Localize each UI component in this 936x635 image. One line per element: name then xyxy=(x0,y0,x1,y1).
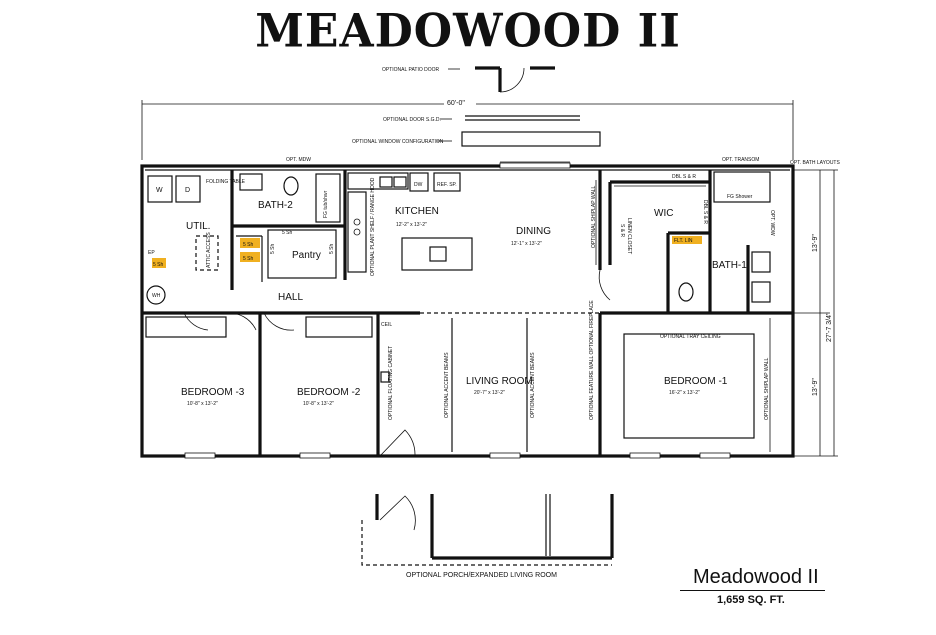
dim-total: 27'-7 3/4" xyxy=(826,312,833,342)
floating-cabinet-label: OPTIONAL FLOATING CABINET xyxy=(388,346,394,420)
living-room: OPTIONAL FLOATING CABINET OPTIONAL ACCEN… xyxy=(380,300,595,420)
flt-lin-label: FLT. LIN xyxy=(674,238,693,244)
opt-mdw-label: OPT. MDW xyxy=(286,157,311,163)
fg-tub-label: FG tub/shwr xyxy=(323,190,329,218)
folding-table-label: FOLDING TABLE xyxy=(206,179,246,185)
util-label: UTIL. xyxy=(186,221,210,232)
shelf-c-label: 5 Sh xyxy=(270,243,276,254)
ep-label: EP xyxy=(148,250,155,256)
bedroom-2-label: BEDROOM -2 xyxy=(297,387,361,398)
dbl-sr-side-label: DBL S & R xyxy=(702,200,708,224)
dim-top-right: 13'-9" xyxy=(812,234,819,252)
washer-label: W xyxy=(156,187,163,194)
utility-area: W D FOLDING TABLE UTIL. ATTIC ACCESS EP … xyxy=(146,175,246,305)
exterior-walls xyxy=(140,161,795,459)
kitchen-label: KITCHEN xyxy=(395,206,439,217)
pantry-area: 5 Sh 5 Sh 5 Sh 5 Sh 5 Sh Pantry HALL xyxy=(240,230,335,303)
dw-label: DW xyxy=(414,182,423,188)
living-room-label: LIVING ROOM xyxy=(466,376,533,387)
optional-porch: OPTIONAL PORCH/EXPANDED LIVING ROOM xyxy=(361,494,614,579)
porch-label: OPTIONAL PORCH/EXPANDED LIVING ROOM xyxy=(406,572,557,579)
kitchen-dim: 12'-2" x 13'-2" xyxy=(396,222,427,228)
br1-shiplap-label: OPTIONAL SHIPLAP WALL xyxy=(764,357,770,420)
caption-underline xyxy=(680,590,825,591)
hall-label: HALL xyxy=(278,292,303,303)
fg-shower xyxy=(713,171,771,203)
plan-title: MEADOWOOD II xyxy=(255,4,681,59)
bedroom-2: BEDROOM -2 10'-8" x 13'-2" CEIL xyxy=(297,322,392,407)
accent-beams-1-label: OPTIONAL ACCENT BEAMS xyxy=(444,352,450,418)
linen-closet-label: LINEN CLOSET xyxy=(626,218,632,254)
plan-name-caption: Meadowood II xyxy=(693,566,819,588)
wic-area: DBL S & R WIC S & R LINEN CLOSET DBL S &… xyxy=(614,174,708,254)
shelf-util-highlight xyxy=(152,258,166,268)
bedroom-1-dim: 16'-2" x 13'-2" xyxy=(669,390,700,396)
accent-beams-2-label: OPTIONAL ACCENT BEAMS xyxy=(530,352,536,418)
window-configuration-callout: OPTIONAL WINDOW CONFIGURATION xyxy=(352,131,601,147)
patio-door-label: OPTIONAL PATIO DOOR xyxy=(382,67,440,73)
ceil-label: CEIL xyxy=(381,322,392,328)
water-heater xyxy=(146,285,166,305)
tray-ceiling-label: OPTIONAL TRAY CEILING xyxy=(660,334,721,340)
dining-dim: 12'-1" x 13'-2" xyxy=(511,241,542,247)
bedroom-3: BEDROOM -3 10'-8" x 13'-2" xyxy=(181,387,245,407)
fg-tub xyxy=(315,173,341,223)
bath-2-area: FG tub/shwr BATH-2 xyxy=(239,173,341,223)
attic-access xyxy=(195,235,219,271)
bath-1-label: BATH-1 xyxy=(712,260,747,271)
kitchen-island xyxy=(401,237,473,271)
bath-2-label: BATH-2 xyxy=(258,200,293,211)
bedroom-3-dim: 10'-8" x 13'-2" xyxy=(187,401,218,407)
sr-label: S & R xyxy=(619,224,625,237)
shelf-top-label: 5 Sh xyxy=(282,230,293,236)
attic-access-label: ATTIC ACCESS xyxy=(206,232,212,268)
opt-transom-label: OPT. TRANSOM xyxy=(722,157,759,163)
wh-label: WH xyxy=(152,293,161,299)
square-footage: 1,659 SQ. FT. xyxy=(717,594,785,606)
dining-label: DINING xyxy=(516,226,551,237)
overall-width-dimension: 60'-0" xyxy=(141,97,794,160)
window-configuration-label: OPTIONAL WINDOW CONFIGURATION xyxy=(352,139,444,145)
ref-sp-label: REF. SP. xyxy=(437,182,457,188)
dining-shiplap-label: OPTIONAL SHIPLAP WALL xyxy=(591,185,597,248)
bath-1-area: FG Shower OPT. WDW FLT. LIN BATH-1 xyxy=(672,171,775,303)
door-sgd-label: OPTIONAL DOOR S.G.D. xyxy=(383,117,441,123)
shelf-d-label: 5 Sh xyxy=(329,243,335,254)
wic-label: WIC xyxy=(654,208,673,219)
washer xyxy=(147,175,173,203)
interior-walls xyxy=(142,170,793,457)
bedroom-1: OPTIONAL TRAY CEILING BEDROOM -1 16'-2" … xyxy=(623,318,771,452)
kitchen-area: DW REF. SP. OPTIONAL PLANT SHELF / RANGE… xyxy=(347,172,473,276)
opt-wdw-label: OPT. WDW xyxy=(769,210,775,236)
dining-area: DINING 12'-1" x 13'-2" OPTIONAL SHIPLAP … xyxy=(511,180,597,265)
right-dimensions: 13'-9" 27'-7 3/4" 13'-9" xyxy=(793,169,838,457)
bedroom-2-dim: 10'-8" x 13'-2" xyxy=(303,401,334,407)
plant-shelf-label: OPTIONAL PLANT SHELF / RANGE HOOD xyxy=(370,177,376,276)
shelf-b-label: 5 Sh xyxy=(243,256,254,262)
fg-shower-label: FG Shower xyxy=(727,194,753,200)
dbl-sr-top-label: DBL S & R xyxy=(672,174,696,180)
dim-bottom-right: 13'-9" xyxy=(812,378,819,396)
patio-door-callout: OPTIONAL PATIO DOOR xyxy=(382,66,555,93)
pantry-label: Pantry xyxy=(292,250,321,261)
dryer-label: D xyxy=(185,187,190,194)
feature-wall-label: OPTIONAL FEATURE WALL OPTIONAL FIREPLACE xyxy=(589,300,595,420)
dryer xyxy=(175,175,201,203)
bedroom-3-label: BEDROOM -3 xyxy=(181,387,245,398)
door-sgd-callout: OPTIONAL DOOR S.G.D. xyxy=(383,115,580,123)
opt-bath-layouts-label: OPT. BATH LAYOUTS xyxy=(790,160,840,166)
living-room-dim: 20'-7" x 13'-2" xyxy=(474,390,505,396)
shelf-a-label: 5 Sh xyxy=(243,242,254,248)
shelf-util-label: 5 Sh xyxy=(153,262,164,268)
bedroom-1-label: BEDROOM -1 xyxy=(664,376,728,387)
width-dimension-label: 60'-0" xyxy=(447,100,465,107)
